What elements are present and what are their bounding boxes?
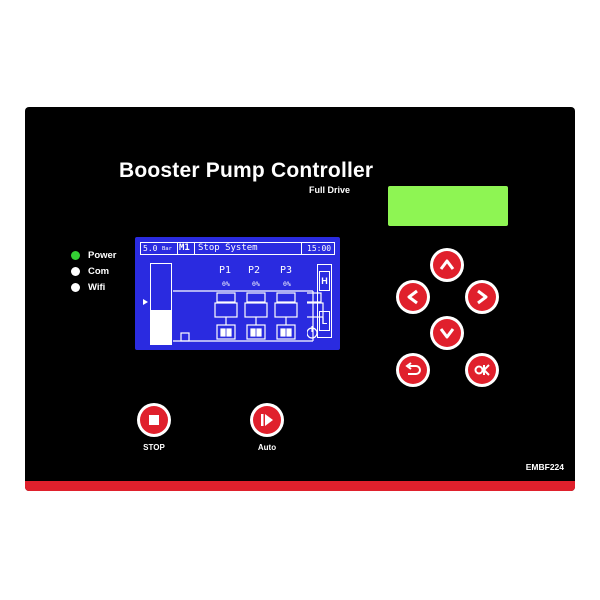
ok-button-face [468, 356, 496, 384]
down-button-face [433, 319, 461, 347]
led-row-wifi: Wifi [71, 279, 117, 295]
ok-icon [474, 364, 490, 376]
left-button-face [399, 283, 427, 311]
pressure-unit: Bar [162, 246, 172, 252]
auto-label: Auto [257, 443, 277, 452]
pump-diagram [173, 290, 314, 342]
pump3-percent: 0% [283, 280, 291, 288]
green-status-display [388, 186, 508, 226]
back-button-face [399, 356, 427, 384]
wifi-led-icon [71, 282, 80, 292]
power-pump-diagram [307, 292, 324, 339]
stop-label: STOP [143, 443, 165, 452]
mode-indicator: M1 [179, 243, 190, 253]
chevron-right-icon [477, 289, 488, 305]
pump2-label: P2 [248, 265, 261, 276]
level-gauge-fill [151, 310, 171, 344]
right-button-face [468, 283, 496, 311]
chevron-down-icon [439, 328, 455, 339]
indicator-leds: Power Com Wifi [71, 247, 117, 295]
low-level-indicator: L [319, 311, 330, 331]
pump2-icon [244, 292, 268, 340]
power-led-label: Power [88, 249, 117, 261]
wifi-led-label: Wifi [88, 281, 106, 293]
stop-square-icon [149, 415, 159, 425]
pump3-icon [274, 292, 298, 340]
up-button[interactable] [430, 248, 464, 282]
system-status: Stop System [198, 243, 258, 253]
inlet-valve-icon [180, 332, 190, 342]
accent-strip [25, 481, 575, 491]
auto-button-face [253, 406, 281, 434]
status-divider [194, 243, 195, 254]
device-subtitle: Full Drive [309, 185, 351, 195]
com-led-label: Com [88, 265, 110, 277]
ok-button[interactable] [465, 353, 499, 387]
high-level-indicator: H [319, 271, 330, 291]
led-row-com: Com [71, 263, 117, 279]
lcd-screen: 5.0 Bar M1 Stop System 15:00 P1 P2 P3 0%… [135, 237, 340, 350]
level-pointer-icon [143, 299, 148, 305]
auto-button[interactable] [250, 403, 284, 437]
pump1-label: P1 [219, 265, 232, 276]
up-button-face [433, 251, 461, 279]
status-divider [301, 243, 302, 254]
pump1-icon [214, 292, 238, 340]
clock-time: 15:00 [307, 244, 332, 253]
left-button[interactable] [396, 280, 430, 314]
power-led-icon [71, 250, 80, 260]
pump2-percent: 0% [252, 280, 260, 288]
back-button[interactable] [396, 353, 430, 387]
down-button[interactable] [430, 316, 464, 350]
device-title: Booster Pump Controller [119, 159, 374, 182]
chevron-up-icon [439, 259, 455, 270]
play-icon [261, 414, 273, 426]
led-row-power: Power [71, 247, 117, 263]
stop-button[interactable] [137, 403, 171, 437]
status-divider [177, 243, 178, 254]
controller-panel: Booster Pump Controller Full Drive Power… [25, 107, 575, 491]
model-number: EMBF224 [525, 462, 564, 472]
pump1-percent: 0% [222, 280, 230, 288]
stop-button-face [140, 406, 168, 434]
pump3-label: P3 [280, 265, 293, 276]
right-button[interactable] [465, 280, 499, 314]
return-arrow-icon [405, 362, 421, 375]
lcd-status-bar: 5.0 Bar M1 Stop System 15:00 [140, 242, 335, 255]
level-gauge [150, 263, 172, 345]
chevron-left-icon [407, 289, 418, 305]
pressure-value: 5.0 [143, 244, 158, 253]
tank-level-box: H L [317, 264, 332, 338]
com-led-icon [71, 266, 80, 276]
